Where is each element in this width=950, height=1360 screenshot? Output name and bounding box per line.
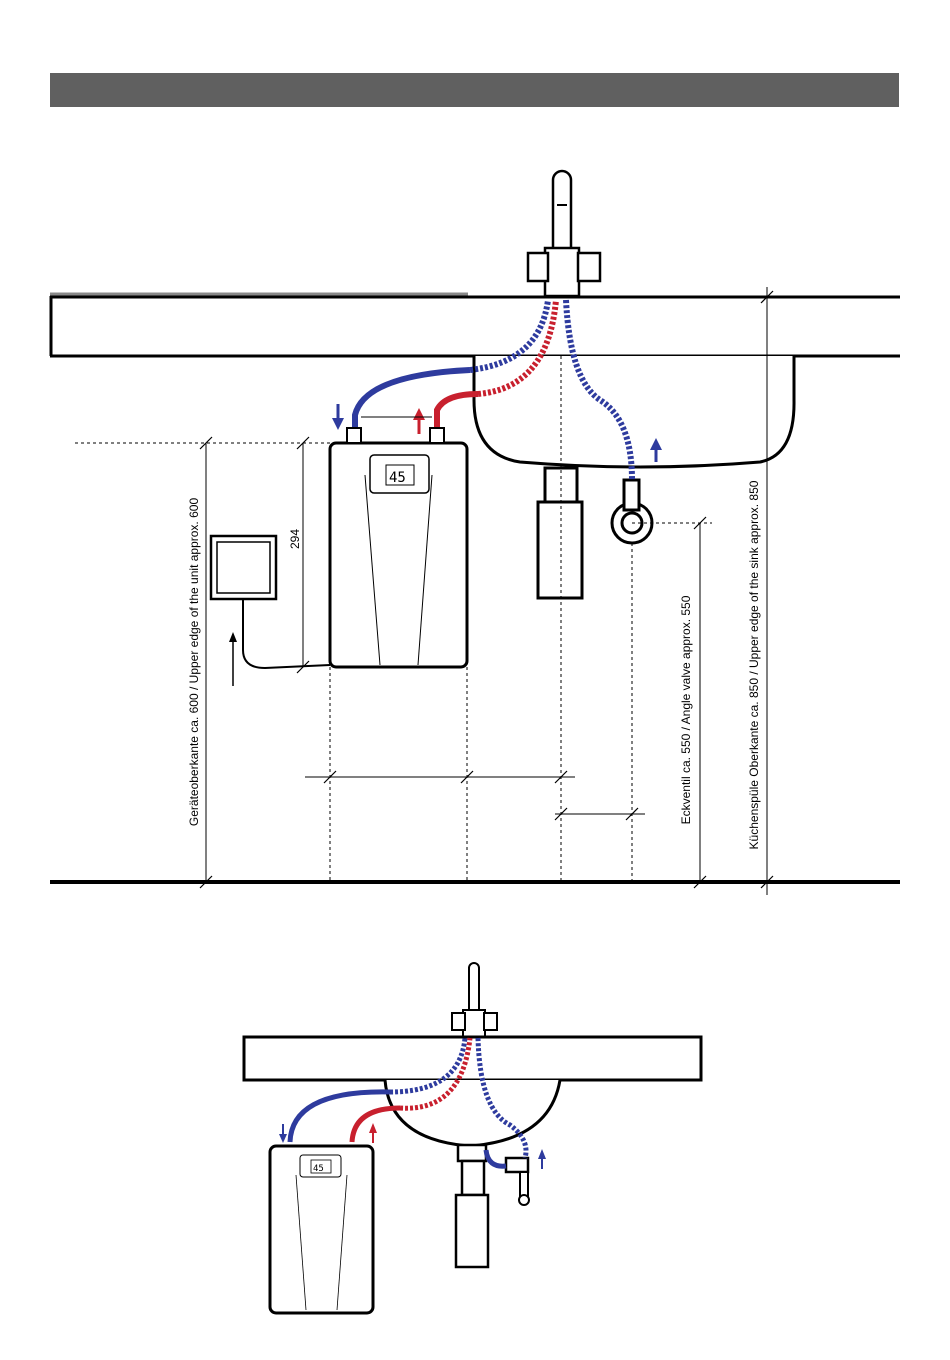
drain-siphon <box>538 468 582 598</box>
faucet <box>528 171 600 296</box>
overview-diagram: 45 <box>244 963 701 1313</box>
countertop <box>50 295 900 356</box>
overview-temperature-display: 45 <box>313 1164 324 1174</box>
dim-294-label: 294 <box>288 529 302 549</box>
sink-basin <box>474 356 794 467</box>
angle-valve <box>612 480 652 543</box>
unit-top-edge-label: Geräteoberkante ca. 600 / Upper edge of … <box>187 498 201 827</box>
power-socket <box>211 536 330 686</box>
sink-top-edge-label: Küchenspüle Oberkante ca. 850 / Upper ed… <box>747 480 761 849</box>
temperature-display: 45 <box>389 470 406 486</box>
water-heater-unit: 45 <box>330 428 467 667</box>
angle-valve-label: Eckventil ca. 550 / Angle valve approx. … <box>679 595 693 824</box>
